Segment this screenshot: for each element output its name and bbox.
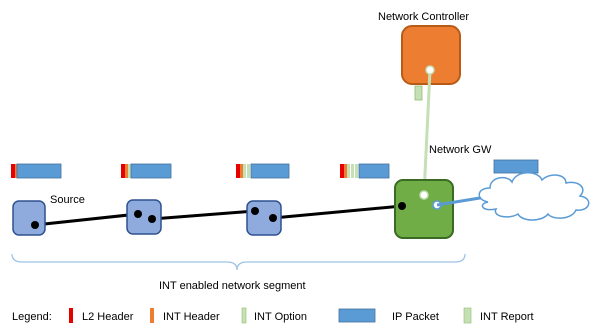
packet-3 xyxy=(236,163,290,179)
legend-swatch-int-report xyxy=(463,307,472,324)
switch-icon[interactable] xyxy=(12,200,46,236)
segment-bracket xyxy=(11,253,466,271)
packet-1 xyxy=(11,163,62,179)
legend: Legend: L2 Header INT Header INT Option … xyxy=(12,307,534,324)
link-switch2-switch3 xyxy=(151,209,256,221)
network-gateway[interactable] xyxy=(394,179,454,239)
source-label: Source xyxy=(50,194,85,206)
packet-2 xyxy=(121,163,172,179)
legend-title: Legend: xyxy=(12,311,52,323)
switch-icon[interactable] xyxy=(246,200,282,236)
packet-5 xyxy=(493,159,539,174)
network-controller-box[interactable] xyxy=(401,25,461,85)
int-report-packet xyxy=(414,85,423,101)
cloud-icon xyxy=(478,172,590,221)
legend-label-int-option: INT Option xyxy=(254,311,307,323)
network-gw-label: Network GW xyxy=(429,144,492,156)
legend-label-int-report: INT Report xyxy=(480,311,534,323)
network-controller-label: Network Controller xyxy=(378,11,469,23)
legend-label-l2-header: L2 Header xyxy=(82,311,134,323)
segment-label: INT enabled network segment xyxy=(159,280,306,292)
legend-swatch-l2-header xyxy=(69,308,73,323)
legend-label-ip-packet: IP Packet xyxy=(392,311,439,323)
link-source-switch2 xyxy=(34,212,139,227)
legend-swatch-ip-packet xyxy=(338,308,376,323)
switch-icon[interactable] xyxy=(126,199,162,235)
int-report-link xyxy=(422,69,432,196)
legend-label-int-header: INT Header xyxy=(163,311,220,323)
legend-swatch-int-option xyxy=(241,307,247,324)
packet-4 xyxy=(340,163,390,179)
link-switch3-gateway xyxy=(272,204,403,220)
controller-port xyxy=(425,65,435,75)
legend-swatch-int-header xyxy=(150,308,154,323)
